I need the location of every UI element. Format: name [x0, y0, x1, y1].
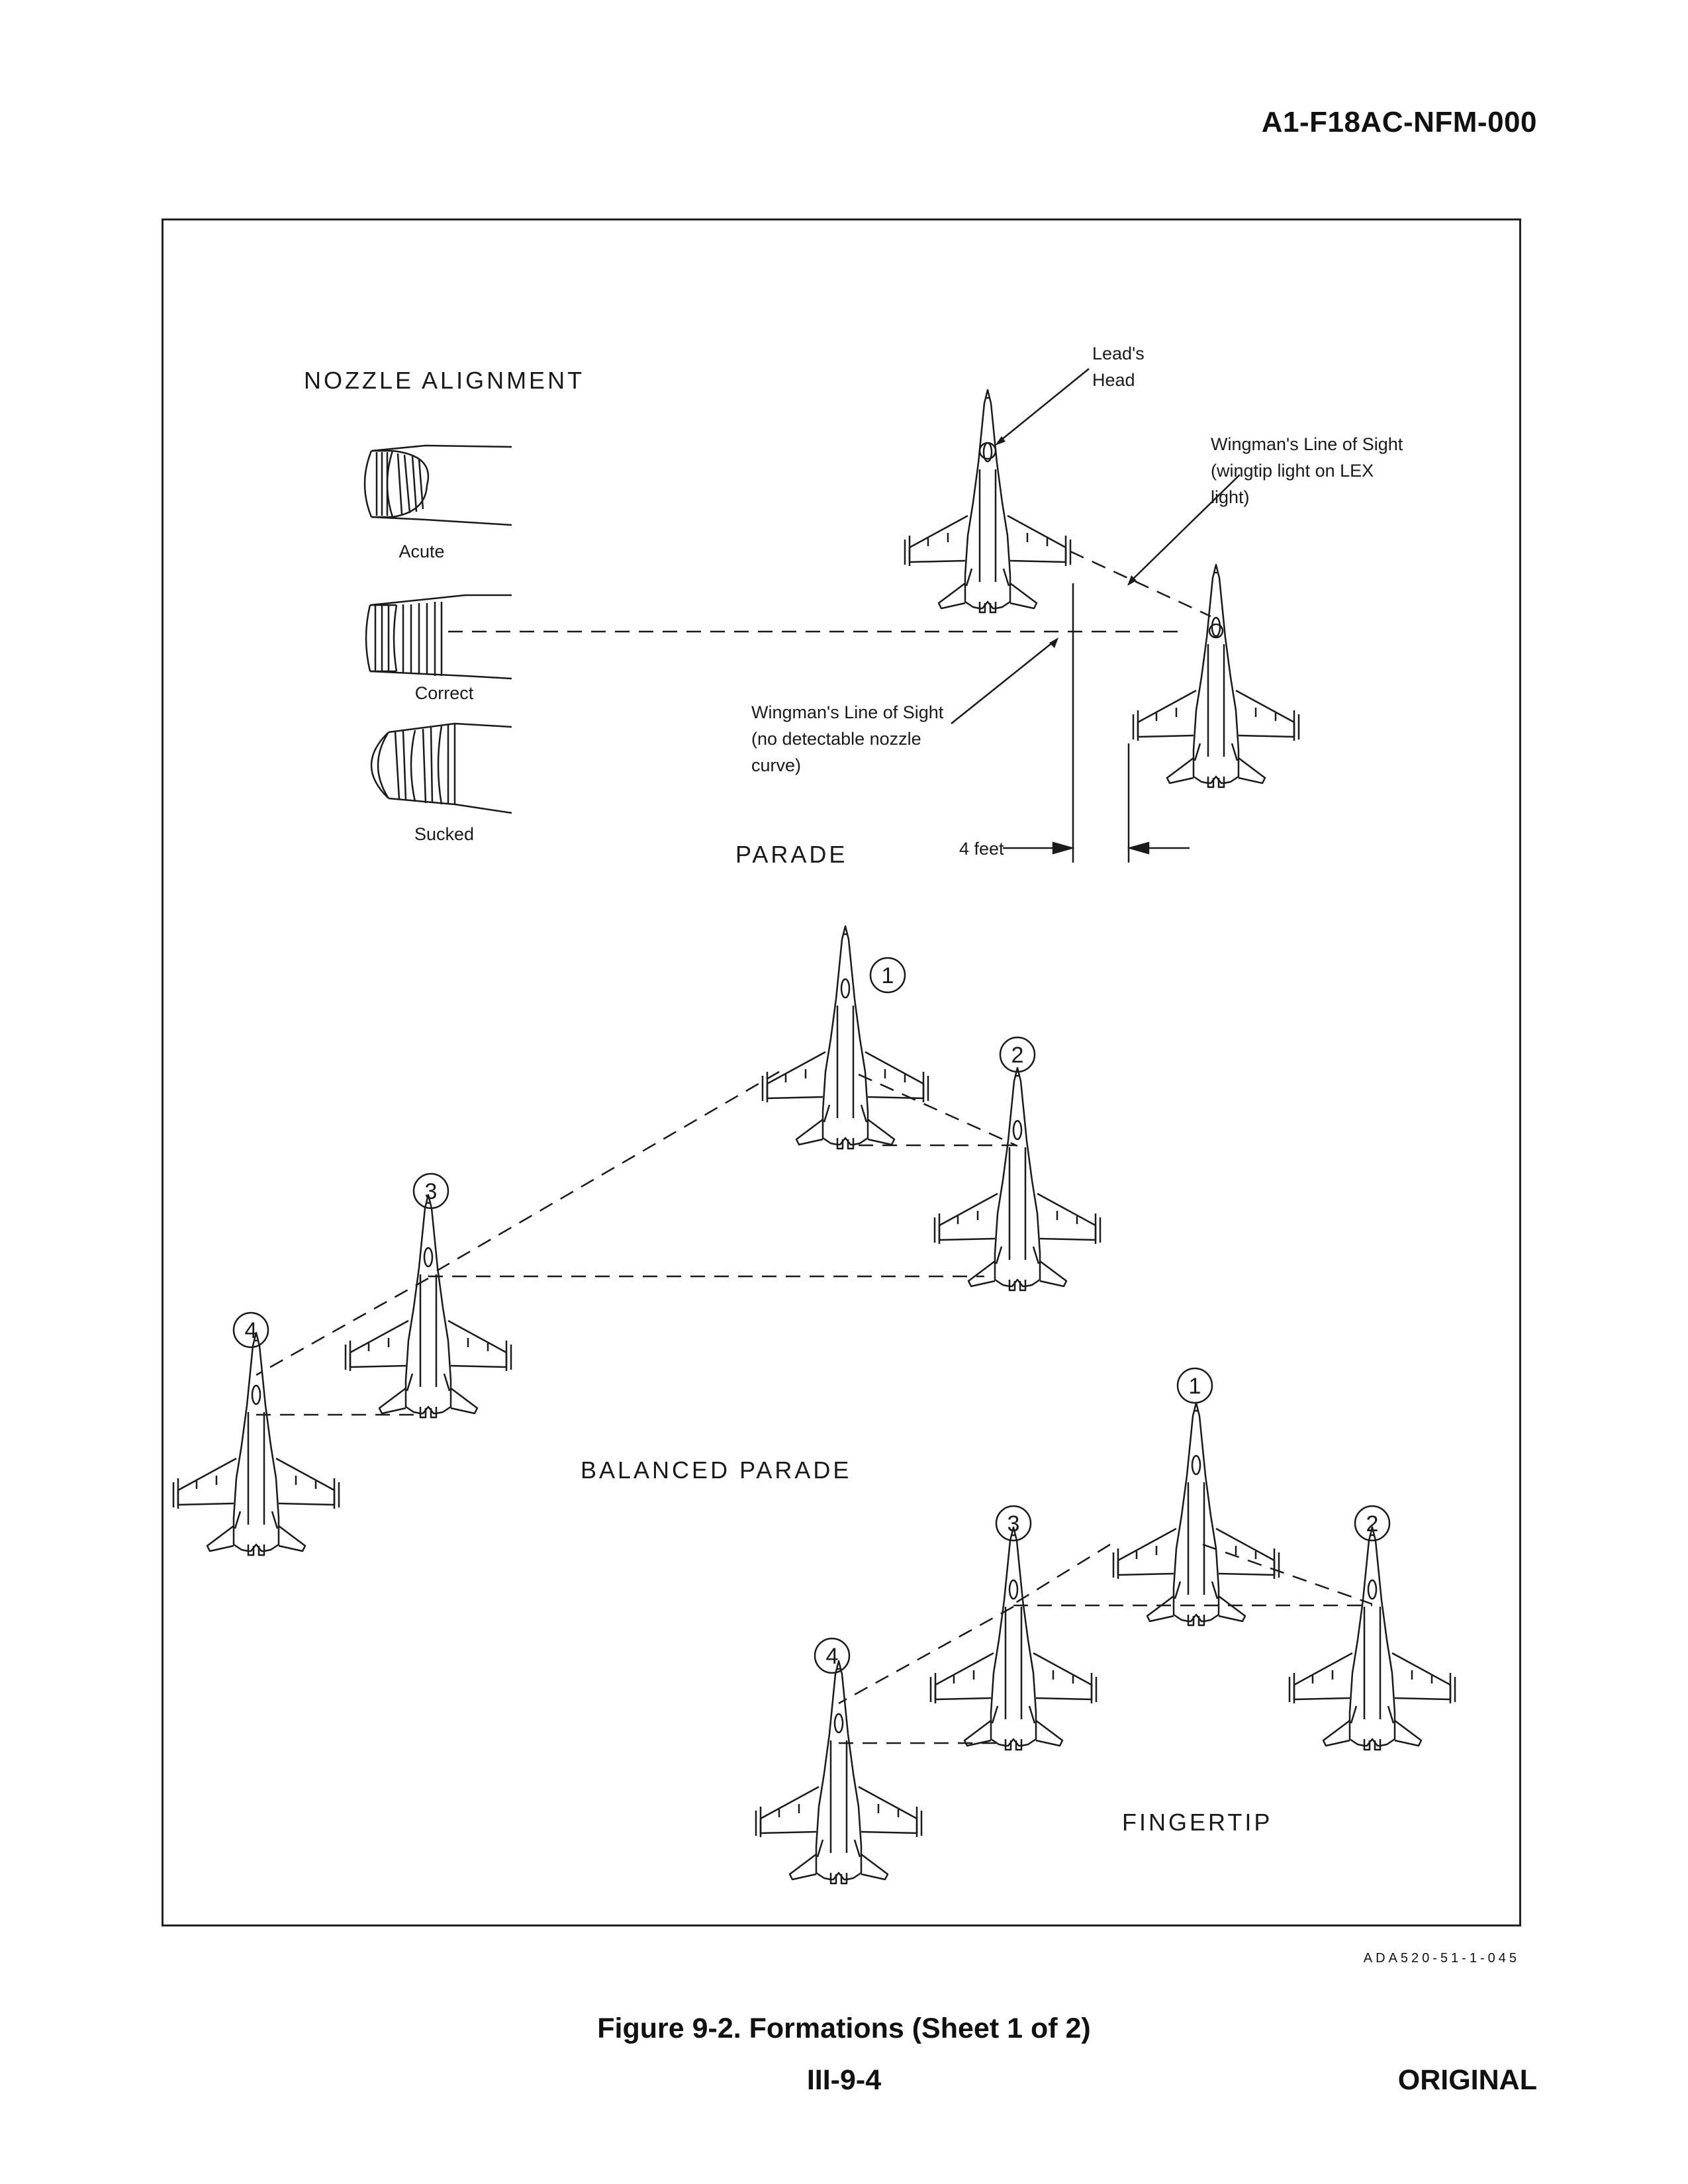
fingertip-position-markers [814, 1367, 1391, 1674]
four-feet-dimension [1003, 583, 1190, 863]
fingertip-sight-lines [838, 1543, 1373, 1744]
fingertip-position-3: 3 [1008, 1511, 1020, 1537]
page-number: III-9-4 [806, 2064, 882, 2096]
balanced-parade-aircraft-3 [344, 1194, 512, 1419]
four-feet-label: 4 feet [959, 839, 1004, 859]
parade-heading: PARADE [735, 841, 847, 868]
leads-head-marker [978, 442, 997, 460]
los-nozzle-leader [951, 638, 1058, 724]
fingertip-aircraft-2 [1288, 1526, 1456, 1751]
nozzle-alignment-heading: NOZZLE ALIGNMENT [304, 367, 585, 394]
figure-frame: NOZZLE ALIGNMENT Acute Correct Sucked Le… [162, 218, 1521, 1926]
los-lex-label-line1: Wingman's Line of Sight [1211, 434, 1403, 454]
balanced-parade-position-markers [232, 957, 1036, 1349]
formations-diagram: NOZZLE ALIGNMENT Acute Correct Sucked Le… [172, 344, 1456, 1885]
balanced-parade-sight-lines [256, 1070, 1018, 1416]
fingertip-position-2: 2 [1366, 1511, 1379, 1537]
correct-label: Correct [415, 683, 474, 703]
sucked-nozzle-drawing [370, 722, 512, 814]
acute-label: Acute [399, 542, 444, 561]
balanced-parade-position-3: 3 [425, 1179, 438, 1204]
fingertip-aircraft-4 [755, 1660, 923, 1885]
leads-head-leader [995, 368, 1090, 446]
leads-head-label-line1: Lead's [1092, 344, 1145, 363]
balanced-parade-position-4: 4 [245, 1318, 258, 1343]
los-lex-leader [1127, 474, 1241, 586]
los-lex-label-line2: (wingtip light on LEX [1211, 461, 1374, 481]
lex-sight-line [1070, 550, 1211, 618]
leads-head-label-line2: Head [1092, 370, 1135, 390]
document-status: ORIGINAL [1397, 2064, 1537, 2096]
balanced-parade-aircraft-1 [761, 925, 929, 1150]
acute-nozzle-drawing [363, 444, 512, 526]
balanced-parade-aircraft-4 [172, 1331, 340, 1556]
fingertip-aircraft-3 [929, 1526, 1098, 1751]
balanced-parade-position-2: 2 [1011, 1043, 1024, 1068]
los-nozzle-label-line3: curve) [751, 755, 801, 775]
los-nozzle-label-line2: (no detectable nozzle [751, 729, 921, 749]
art-code: ADA520-51-1-045 [1363, 1951, 1520, 1966]
lead-aircraft [904, 389, 1072, 614]
sucked-label: Sucked [414, 824, 474, 844]
fingertip-position-4: 4 [826, 1644, 839, 1669]
balanced-parade-aircraft-2 [933, 1067, 1102, 1292]
document-id: A1-F18AC-NFM-000 [1261, 106, 1537, 138]
balanced-parade-heading: BALANCED PARADE [581, 1456, 851, 1484]
fingertip-position-1: 1 [1189, 1374, 1201, 1399]
wingman-head-marker [1208, 623, 1224, 639]
balanced-parade-position-1: 1 [882, 963, 894, 988]
los-nozzle-label-line1: Wingman's Line of Sight [751, 702, 944, 722]
correct-nozzle-drawing [365, 594, 512, 680]
figure-caption: Figure 9-2. Formations (Sheet 1 of 2) [597, 2013, 1091, 2044]
wingman-aircraft [1132, 563, 1300, 788]
fingertip-aircraft-1 [1112, 1401, 1280, 1627]
fingertip-heading: FINGERTIP [1122, 1809, 1272, 1836]
